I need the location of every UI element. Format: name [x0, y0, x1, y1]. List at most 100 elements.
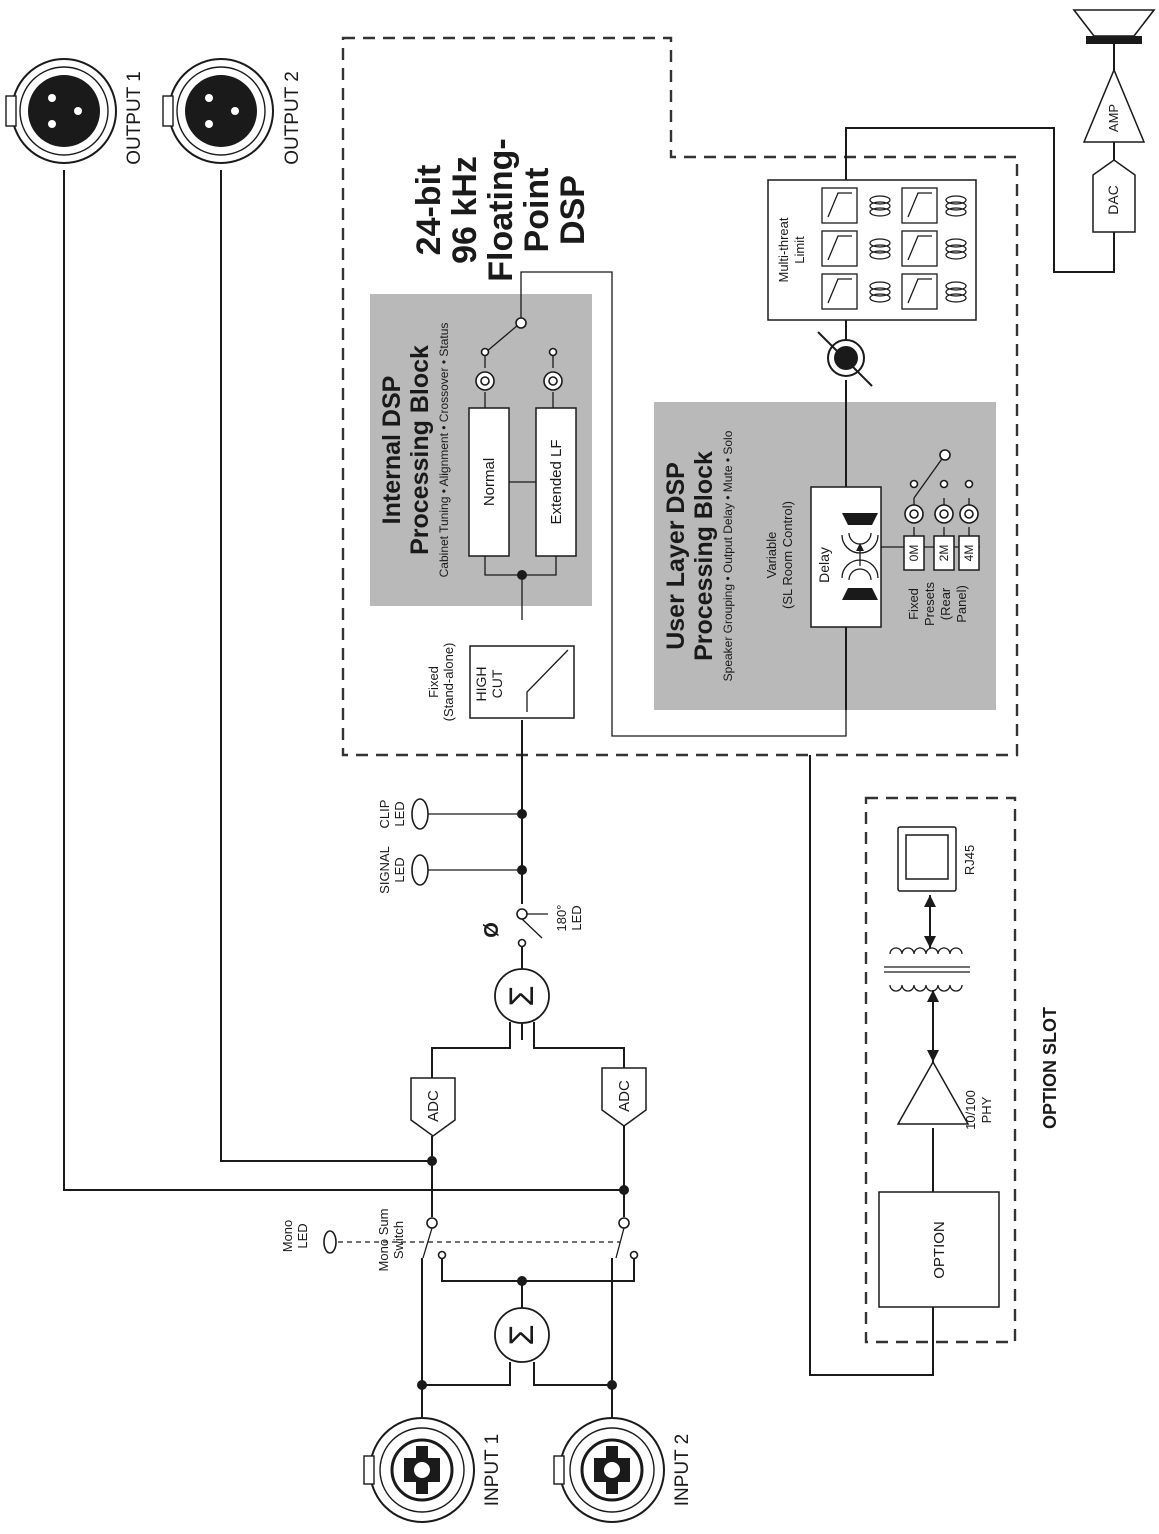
user-title-line-1: User Layer DSP	[662, 462, 690, 650]
mono-switch-2-pivot	[618, 1217, 630, 1229]
internal-switch-pivot	[515, 317, 527, 329]
variable-line-2: (SL Room Control)	[780, 501, 795, 609]
phase-led-label: 180° LED	[554, 905, 584, 932]
normal-select-node-inner	[480, 376, 490, 386]
presets-line-3: (Rear	[938, 587, 953, 620]
option-return-wire	[809, 755, 934, 1376]
limiter-curves	[821, 187, 938, 310]
amp-label: AMP	[1106, 104, 1121, 132]
preset-0m-label: 0M	[907, 545, 921, 562]
mono-led-line-2: LED	[295, 1223, 310, 1248]
phase-led-line-2: LED	[569, 905, 584, 930]
option-slot-title: OPTION SLOT	[1040, 1007, 1060, 1129]
internal-dsp-title: Internal DSP Processing Block Cabinet Tu…	[378, 323, 451, 578]
mono-led	[323, 1230, 337, 1254]
mono-switch-line-2: Switch	[391, 1221, 406, 1259]
option-label: OPTION	[931, 1221, 948, 1279]
limiter-label: Multi-threat Limit	[776, 217, 807, 282]
dsp-title: 24-bit 96 kHz Floating- Point DSP	[410, 138, 592, 282]
high-cut-line-1: HIGH	[473, 667, 489, 702]
mono-switch-2-lever	[615, 1227, 625, 1259]
dsp-title-line-1: 24-bit	[410, 165, 448, 256]
dac-label: DAC	[1105, 185, 1121, 215]
internal-select-wires	[484, 271, 847, 737]
high-cut-line-2: CUT	[489, 669, 505, 698]
phy-line-1: 10/100	[963, 1090, 978, 1130]
mono-sum-bus	[441, 1258, 635, 1308]
presets-line-2: Presets	[922, 581, 937, 626]
limiter-line-1: Multi-threat	[776, 217, 791, 282]
extended-lf-label: Extended LF	[548, 439, 565, 524]
input-1-connector	[363, 1417, 475, 1523]
mono-switch-label: Mono Sum Switch	[376, 1209, 406, 1272]
high-cut-curve	[526, 649, 569, 712]
transformer-icon	[884, 947, 970, 992]
high-cut-label: HIGH CUT	[473, 667, 505, 702]
clip-led-line-2: LED	[392, 801, 407, 826]
dsp-region	[341, 36, 1019, 757]
variable-line-1: Variable	[764, 532, 779, 579]
mute-node-slash	[817, 331, 873, 387]
clip-led-line-1: CLIP	[377, 800, 392, 829]
mono-led-label: Mono LED	[280, 1220, 310, 1253]
phy-shape	[896, 1060, 970, 1125]
phase-switch-contact	[517, 938, 527, 948]
input-2-label: INPUT 2	[672, 1434, 693, 1507]
phase-switch-top	[516, 908, 528, 920]
preset-2m-box	[933, 535, 955, 571]
arrow-head	[924, 895, 936, 907]
delay-label: Delay	[816, 547, 832, 583]
dsp-title-line-3: Floating-	[482, 138, 520, 282]
option-slot-region	[864, 796, 1017, 1344]
junction-dot	[427, 1156, 437, 1166]
variable-label: Variable (SL Room Control)	[764, 501, 795, 609]
normal-label: Normal	[481, 458, 498, 506]
high-cut-caption-1: Fixed	[426, 666, 441, 698]
fixed-presets-label: Fixed Presets (Rear Panel)	[906, 581, 969, 626]
preset-node-inner	[939, 509, 949, 519]
arrow-head	[927, 990, 939, 1002]
mono-led-line-1: Mono	[280, 1220, 295, 1253]
internal-junction	[517, 570, 527, 580]
clip-led-label: CLIP LED	[377, 800, 407, 829]
output-2-label: OUTPUT 2	[282, 71, 303, 165]
dsp-title-line-5: DSP	[554, 175, 592, 245]
internal-subtitle: Cabinet Tuning • Alignment • Crossover •…	[437, 323, 451, 578]
mono-switch-line-1: Mono Sum	[376, 1209, 391, 1272]
rj45-port-inner	[905, 834, 949, 880]
phy-line-2: PHY	[979, 1096, 994, 1123]
internal-title-line-1: Internal DSP	[378, 376, 406, 525]
preset-switch-contact	[964, 479, 974, 489]
preset-switch-contact	[909, 479, 919, 489]
adc-1-shape	[410, 1077, 456, 1137]
arrow-head	[927, 1050, 939, 1062]
sum-1-feeds	[431, 1022, 625, 1078]
mono-switch-1-contact	[437, 1250, 447, 1260]
arrow-head	[924, 936, 936, 948]
output-1-wire	[63, 170, 625, 1191]
high-cut-caption: Fixed (Stand-alone)	[426, 643, 456, 722]
preset-node-inner	[964, 509, 974, 519]
output-1-connector	[5, 58, 117, 164]
high-cut-box	[469, 645, 575, 719]
option-box	[878, 1191, 1000, 1308]
phy-label: 10/100 PHY	[963, 1090, 994, 1130]
mono-switch-2-contact	[629, 1250, 639, 1260]
dsp-title-line-4: Point	[518, 168, 556, 253]
preset-node-inner	[909, 509, 919, 519]
signal-led-label: SIGNAL LED	[377, 846, 407, 894]
adc-2-label: ADC	[616, 1080, 633, 1112]
signal-led-line-2: LED	[392, 857, 407, 882]
user-dsp-title: User Layer DSP Processing Block Speaker …	[662, 430, 735, 681]
signal-led-line-1: SIGNAL	[377, 846, 392, 894]
clip-led	[411, 798, 429, 830]
preset-4m-box	[958, 535, 980, 571]
extended-select-node-inner	[548, 376, 558, 386]
preset-switch-pivot	[939, 449, 951, 461]
junction-dot	[417, 1380, 427, 1390]
phase-led-line-1: 180°	[554, 905, 569, 932]
limiter-coils	[869, 195, 967, 303]
delay-arrow-head	[856, 543, 864, 551]
speaker-icon	[1072, 9, 1156, 44]
